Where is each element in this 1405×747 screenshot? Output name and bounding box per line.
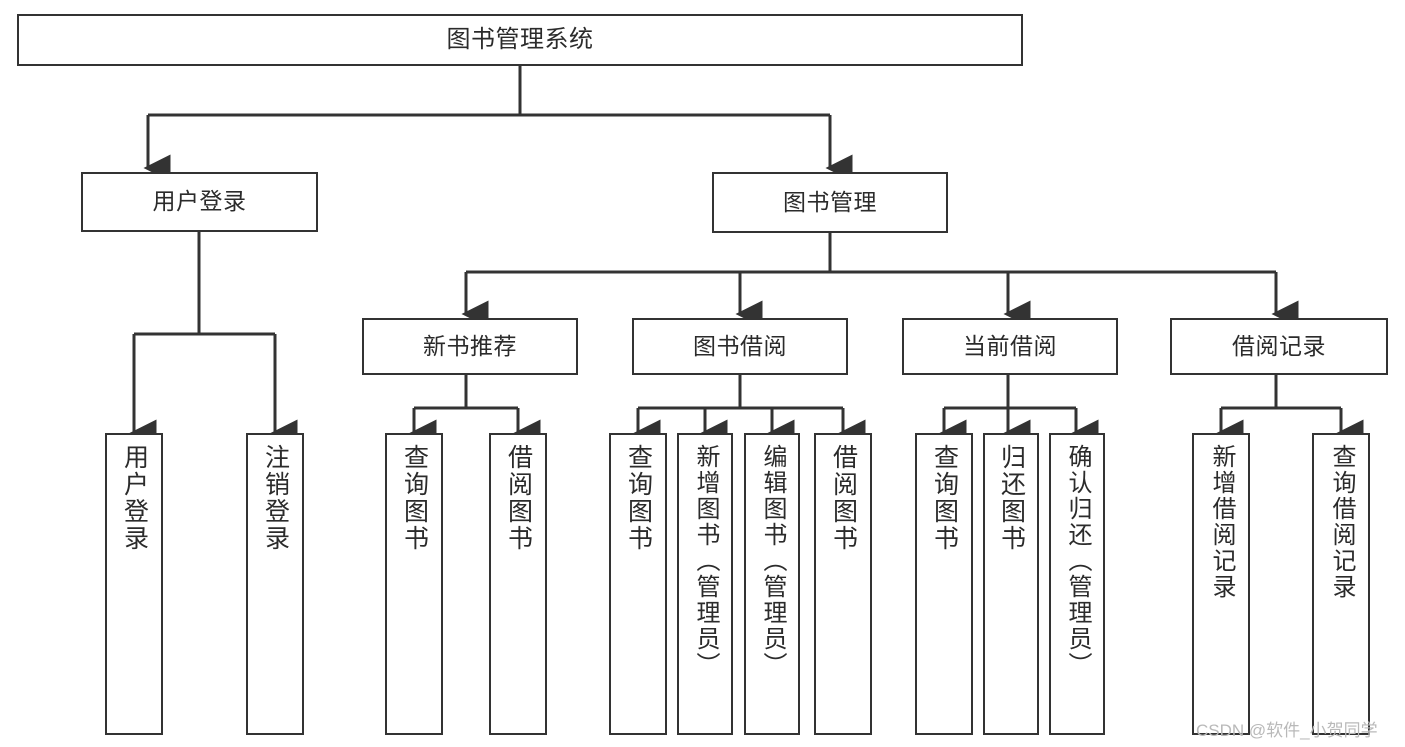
node-book-borrowing[interactable]: 图书借阅 (632, 318, 848, 375)
node-label: 新增图书（管理员） (692, 444, 719, 678)
leaf-return-book[interactable]: 归还图书 (983, 433, 1039, 735)
leaf-query-borrow-record[interactable]: 查询借阅记录 (1312, 433, 1370, 735)
leaf-confirm-return-admin[interactable]: 确认归还（管理员） (1049, 433, 1105, 735)
node-label: 归还图书 (997, 444, 1026, 552)
leaf-logout[interactable]: 注销登录 (246, 433, 304, 735)
node-borrowing-record[interactable]: 借阅记录 (1170, 318, 1388, 375)
node-user-login[interactable]: 用户登录 (81, 172, 318, 232)
node-label: 当前借阅 (963, 332, 1057, 359)
node-label: 查询图书 (930, 444, 959, 552)
leaf-edit-book-admin[interactable]: 编辑图书（管理员） (744, 433, 800, 735)
node-label: 图书借阅 (693, 332, 787, 359)
node-label: 注销登录 (261, 444, 290, 552)
node-label: 查询图书 (400, 444, 429, 552)
node-root-book-management-system[interactable]: 图书管理系统 (17, 14, 1023, 66)
node-label: 借阅图书 (504, 444, 533, 552)
node-label: 用户登录 (152, 188, 247, 215)
node-label: 确认归还（管理员） (1064, 444, 1091, 678)
node-label: 借阅图书 (829, 444, 858, 552)
node-label: 用户登录 (120, 444, 149, 552)
leaf-user-login[interactable]: 用户登录 (105, 433, 163, 735)
node-book-management[interactable]: 图书管理 (712, 172, 948, 233)
node-label: 查询图书 (624, 444, 653, 552)
leaf-borrow-book[interactable]: 借阅图书 (814, 433, 872, 735)
leaf-query-book-borrow[interactable]: 查询图书 (609, 433, 667, 735)
leaf-add-borrow-record[interactable]: 新增借阅记录 (1192, 433, 1250, 735)
node-label: 编辑图书（管理员） (759, 444, 786, 678)
node-label: 图书管理 (783, 188, 877, 215)
node-label: 借阅记录 (1232, 332, 1326, 359)
node-new-book-recommendation[interactable]: 新书推荐 (362, 318, 578, 375)
leaf-query-book-current[interactable]: 查询图书 (915, 433, 973, 735)
node-label: 新书推荐 (423, 332, 517, 359)
leaf-add-book-admin[interactable]: 新增图书（管理员） (677, 433, 733, 735)
leaf-query-book-recommend[interactable]: 查询图书 (385, 433, 443, 735)
leaf-borrow-book-recommend[interactable]: 借阅图书 (489, 433, 547, 735)
node-label: 新增借阅记录 (1208, 444, 1235, 600)
node-label: 查询借阅记录 (1328, 444, 1355, 600)
node-current-borrowing[interactable]: 当前借阅 (902, 318, 1118, 375)
node-label: 图书管理系统 (446, 25, 594, 53)
